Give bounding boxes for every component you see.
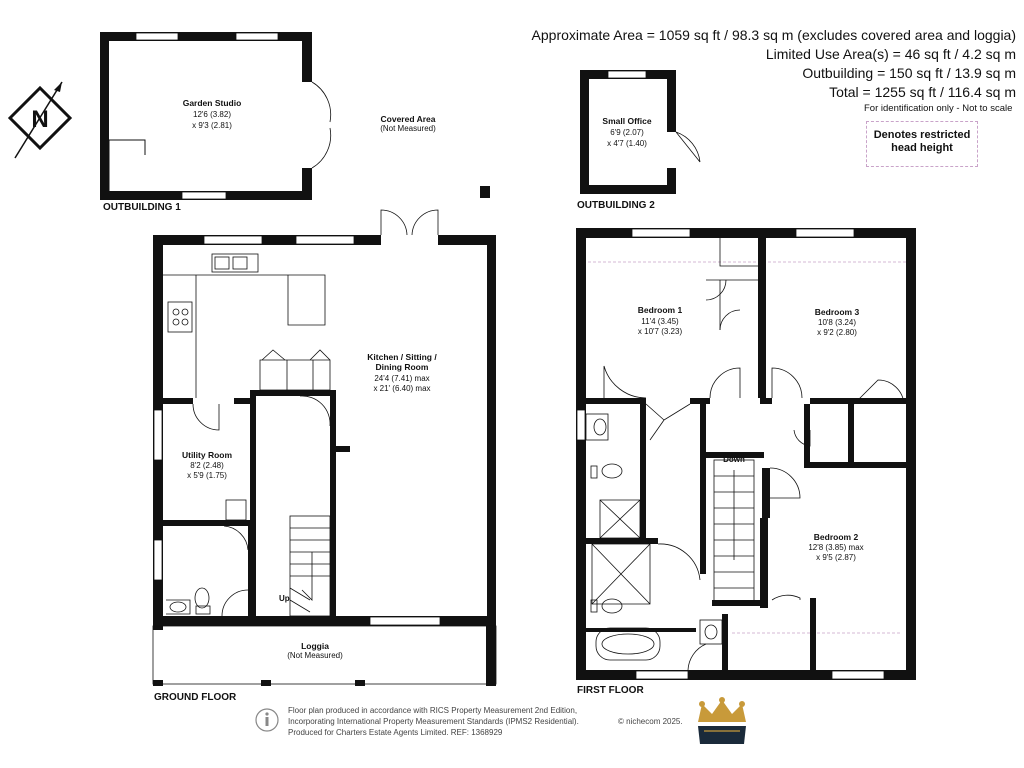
svg-text:Dining Room: Dining Room bbox=[376, 362, 429, 372]
svg-text:x 10'7 (3.23): x 10'7 (3.23) bbox=[638, 327, 683, 336]
outbuilding-area-text: Outbuilding = 150 sq ft / 13.9 sq m bbox=[802, 65, 1016, 81]
svg-text:x 9'3 (2.81): x 9'3 (2.81) bbox=[192, 121, 232, 130]
svg-text:Bedroom 1: Bedroom 1 bbox=[638, 305, 683, 315]
svg-text:10'8 (3.24): 10'8 (3.24) bbox=[818, 318, 856, 327]
outbuilding-1 bbox=[100, 32, 490, 200]
ground-stairs bbox=[289, 515, 331, 617]
svg-text:Covered Area: Covered Area bbox=[381, 114, 436, 124]
small-office-label: Small Office 6'9 (2.07) x 4'7 (1.40) bbox=[602, 116, 651, 148]
covered-area-label: Covered Area (Not Measured) bbox=[380, 114, 436, 133]
first-floor-title: FIRST FLOOR bbox=[577, 685, 644, 696]
footer-credits: Floor plan produced in accordance with R… bbox=[288, 705, 579, 738]
first-floor-restricted bbox=[588, 261, 910, 634]
kitchen-label: Kitchen / Sitting / Dining Room 24'4 (7.… bbox=[367, 352, 437, 393]
kitchen-fittings bbox=[163, 253, 331, 617]
loggia-label: Loggia (Not Measured) bbox=[287, 641, 343, 660]
bedroom-1-label: Bedroom 1 11'4 (3.45) x 10'7 (3.23) bbox=[638, 305, 683, 336]
svg-text:12'6 (3.82): 12'6 (3.82) bbox=[193, 110, 231, 119]
compass-label: N bbox=[31, 106, 48, 133]
information-icon bbox=[255, 708, 279, 732]
svg-text:Utility Room: Utility Room bbox=[182, 450, 232, 460]
svg-text:(Not Measured): (Not Measured) bbox=[380, 124, 436, 133]
bedroom-3-label: Bedroom 3 10'8 (3.24) x 9'2 (2.80) bbox=[815, 307, 860, 337]
total-area-text: Total = 1255 sq ft / 116.4 sq m bbox=[829, 84, 1016, 100]
svg-text:Garden Studio: Garden Studio bbox=[183, 98, 242, 108]
ground-wc bbox=[166, 587, 211, 615]
approximate-area-text: Approximate Area = 1059 sq ft / 98.3 sq … bbox=[531, 27, 1016, 43]
outbuilding-1-title: OUTBUILDING 1 bbox=[103, 202, 181, 213]
footer-copyright: © nichecom 2025. bbox=[618, 717, 683, 726]
garden-studio-label: Garden Studio 12'6 (3.82) x 9'3 (2.81) bbox=[183, 98, 242, 130]
first-floor-stairs bbox=[713, 459, 755, 603]
utility-label: Utility Room 8'2 (2.48) x 5'9 (1.75) bbox=[182, 450, 232, 480]
ground-french-doors bbox=[380, 209, 439, 236]
svg-text:Kitchen / Sitting /: Kitchen / Sitting / bbox=[367, 352, 437, 362]
north-compass-icon: N bbox=[7, 81, 73, 159]
ground-floor bbox=[153, 235, 496, 630]
bedroom-2-label: Bedroom 2 12'8 (3.85) max x 9'5 (2.87) bbox=[808, 532, 863, 562]
svg-text:x 5'9 (1.75): x 5'9 (1.75) bbox=[187, 471, 227, 480]
svg-text:Bedroom 3: Bedroom 3 bbox=[815, 307, 860, 317]
svg-text:Loggia: Loggia bbox=[301, 641, 329, 651]
outbuilding-2 bbox=[580, 70, 701, 194]
svg-text:(Not Measured): (Not Measured) bbox=[287, 651, 343, 660]
footer-line-2: Incorporating International Property Mea… bbox=[288, 717, 579, 726]
svg-text:11'4 (3.45): 11'4 (3.45) bbox=[641, 317, 679, 326]
crown-logo-icon bbox=[698, 697, 746, 744]
svg-text:24'4 (7.41) max: 24'4 (7.41) max bbox=[374, 374, 429, 383]
svg-text:x 9'2 (2.80): x 9'2 (2.80) bbox=[817, 328, 857, 337]
svg-text:Small Office: Small Office bbox=[602, 116, 651, 126]
svg-text:Bedroom 2: Bedroom 2 bbox=[814, 532, 859, 542]
first-floor-details bbox=[585, 238, 905, 671]
footer-line-1: Floor plan produced in accordance with R… bbox=[288, 706, 578, 715]
svg-text:12'8 (3.85) max: 12'8 (3.85) max bbox=[808, 543, 863, 552]
legend-line-1: Denotes restricted bbox=[873, 129, 971, 141]
limited-use-area-text: Limited Use Area(s) = 46 sq ft / 4.2 sq … bbox=[765, 46, 1016, 62]
svg-text:x 4'7 (1.40): x 4'7 (1.40) bbox=[607, 139, 647, 148]
scale-note: For identification only - Not to scale bbox=[864, 103, 1013, 114]
restricted-height-legend: Denotes restricted head height bbox=[866, 121, 978, 167]
stairs-down-label: Down bbox=[723, 455, 745, 464]
legend-line-2: head height bbox=[891, 142, 953, 154]
loggia-posts bbox=[153, 616, 496, 686]
outbuilding-2-title: OUTBUILDING 2 bbox=[577, 200, 655, 211]
svg-text:x 9'5 (2.87): x 9'5 (2.87) bbox=[816, 553, 856, 562]
stairs-up-label: Up bbox=[279, 594, 290, 603]
first-floor bbox=[576, 228, 916, 680]
svg-text:6'9 (2.07): 6'9 (2.07) bbox=[610, 128, 644, 137]
ground-floor-title: GROUND FLOOR bbox=[154, 692, 237, 703]
svg-text:x 21' (6.40) max: x 21' (6.40) max bbox=[373, 384, 430, 393]
svg-text:8'2 (2.48): 8'2 (2.48) bbox=[190, 461, 224, 470]
footer-line-3: Produced for Charters Estate Agents Limi… bbox=[288, 728, 503, 737]
